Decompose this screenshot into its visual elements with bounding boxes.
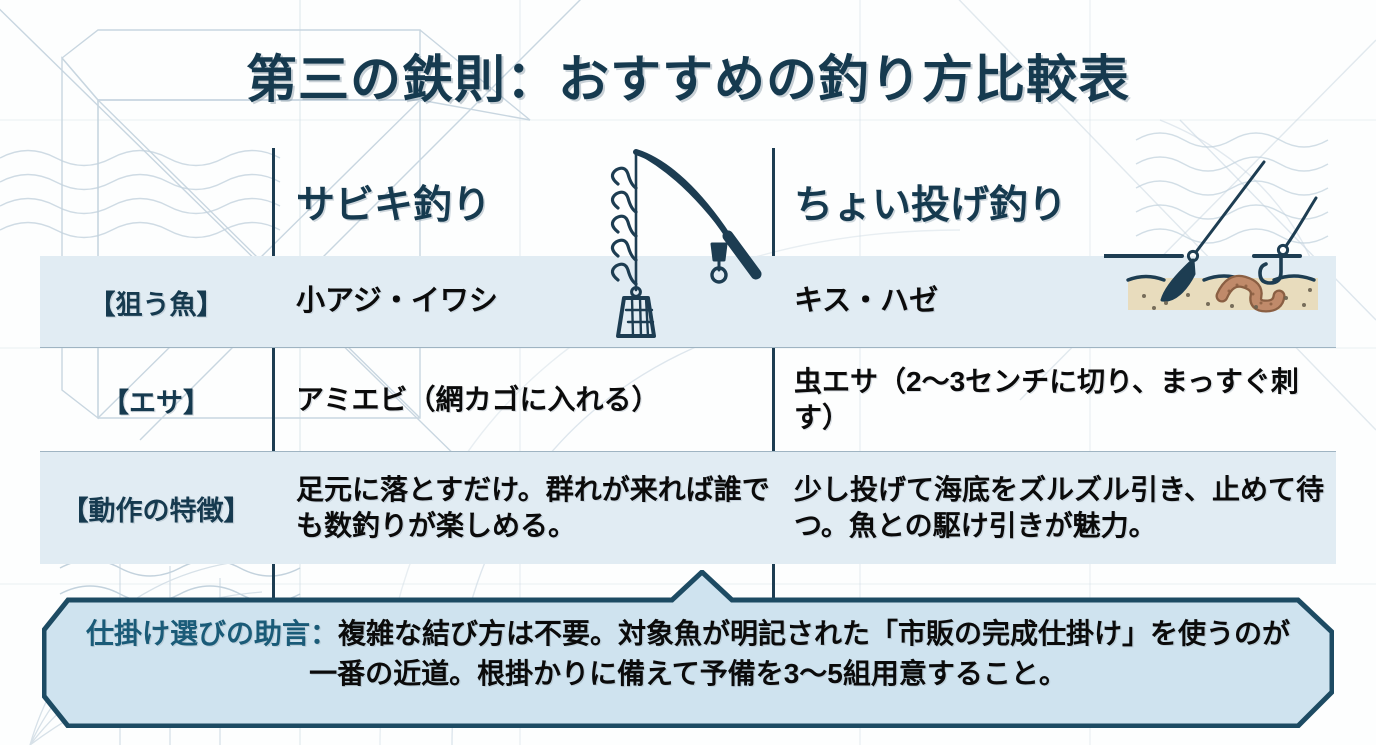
column-separator-left: [272, 148, 275, 664]
row-cell-chonage: キス・ハゼ: [772, 256, 1336, 348]
callout-shape: [42, 570, 1334, 728]
row-cell-chonage: 少し投げて海底をズルズル引き、止めて待つ。魚との駆け引きが魅力。: [772, 452, 1336, 564]
comparison-table: サビキ釣り ちょい投げ釣り 【狙う魚】 小アジ・イワシ キス・ハゼ 【エサ】: [40, 148, 1336, 664]
row-label-cell: 【狙う魚】: [40, 256, 272, 348]
row-cell-chonage-text: 少し投げて海底をズルズル引き、止めて待つ。魚との駆け引きが魅力。: [794, 473, 1325, 541]
row-cell-chonage: 虫エサ（2〜3センチに切り、まっすぐ刺す）: [772, 348, 1336, 452]
column-header-sabiki: サビキ釣り: [272, 148, 772, 256]
advice-callout-text: 仕掛け選びの助言：複雑な結び方は不要。対象魚が明記された「市販の完成仕掛け」を使…: [82, 614, 1294, 694]
row-cell-sabiki-text: 小アジ・イワシ: [296, 285, 498, 318]
row-label-cell: 【エサ】: [40, 348, 272, 452]
row-label: 【エサ】: [102, 387, 210, 418]
row-cell-sabiki: 足元に落とすだけ。群れが来れば誰でも数釣りが楽しめる。: [272, 452, 772, 564]
title-area: 第三の鉄則：おすすめの釣り方比較表: [0, 38, 1376, 112]
column-header-sabiki-label: サビキ釣り: [296, 184, 492, 227]
advice-callout-label: 仕掛け選びの助言：: [85, 618, 338, 649]
row-divider: [40, 346, 1336, 348]
page-title: 第三の鉄則：おすすめの釣り方比較表: [245, 51, 1130, 108]
table-row: 【動作の特徴】 足元に落とすだけ。群れが来れば誰でも数釣りが楽しめる。 少し投げ…: [40, 452, 1336, 564]
row-label: 【動作の特徴】: [61, 495, 251, 526]
table-row: 【狙う魚】 小アジ・イワシ キス・ハゼ: [40, 256, 1336, 348]
table-corner-cell: [40, 148, 272, 256]
column-separator-right: [772, 148, 775, 664]
row-cell-sabiki-text: 足元に落とすだけ。群れが来れば誰でも数釣りが楽しめる。: [296, 473, 770, 541]
row-cell-chonage-text: キス・ハゼ: [794, 285, 939, 318]
column-header-chonage: ちょい投げ釣り: [772, 148, 1336, 256]
row-label-cell: 【動作の特徴】: [40, 452, 272, 564]
row-cell-chonage-text: 虫エサ（2〜3センチに切り、まっすぐ刺す）: [794, 365, 1299, 433]
advice-callout-body: 複雑な結び方は不要。対象魚が明記された「市販の完成仕掛け」を使うのが一番の近道。…: [309, 618, 1291, 689]
advice-callout: 仕掛け選びの助言：複雑な結び方は不要。対象魚が明記された「市販の完成仕掛け」を使…: [42, 570, 1334, 728]
row-cell-sabiki: 小アジ・イワシ: [272, 256, 772, 348]
column-header-chonage-label: ちょい投げ釣り: [794, 184, 1068, 227]
table-header-row: サビキ釣り ちょい投げ釣り: [40, 148, 1336, 256]
table-row: 【エサ】 アミエビ（網カゴに入れる） 虫エサ（2〜3センチに切り、まっすぐ刺す）: [40, 348, 1336, 452]
row-cell-sabiki-text: アミエビ（網カゴに入れる）: [296, 383, 660, 415]
row-divider: [40, 450, 1336, 452]
row-label: 【狙う魚】: [88, 289, 224, 320]
row-cell-sabiki: アミエビ（網カゴに入れる）: [272, 348, 772, 452]
